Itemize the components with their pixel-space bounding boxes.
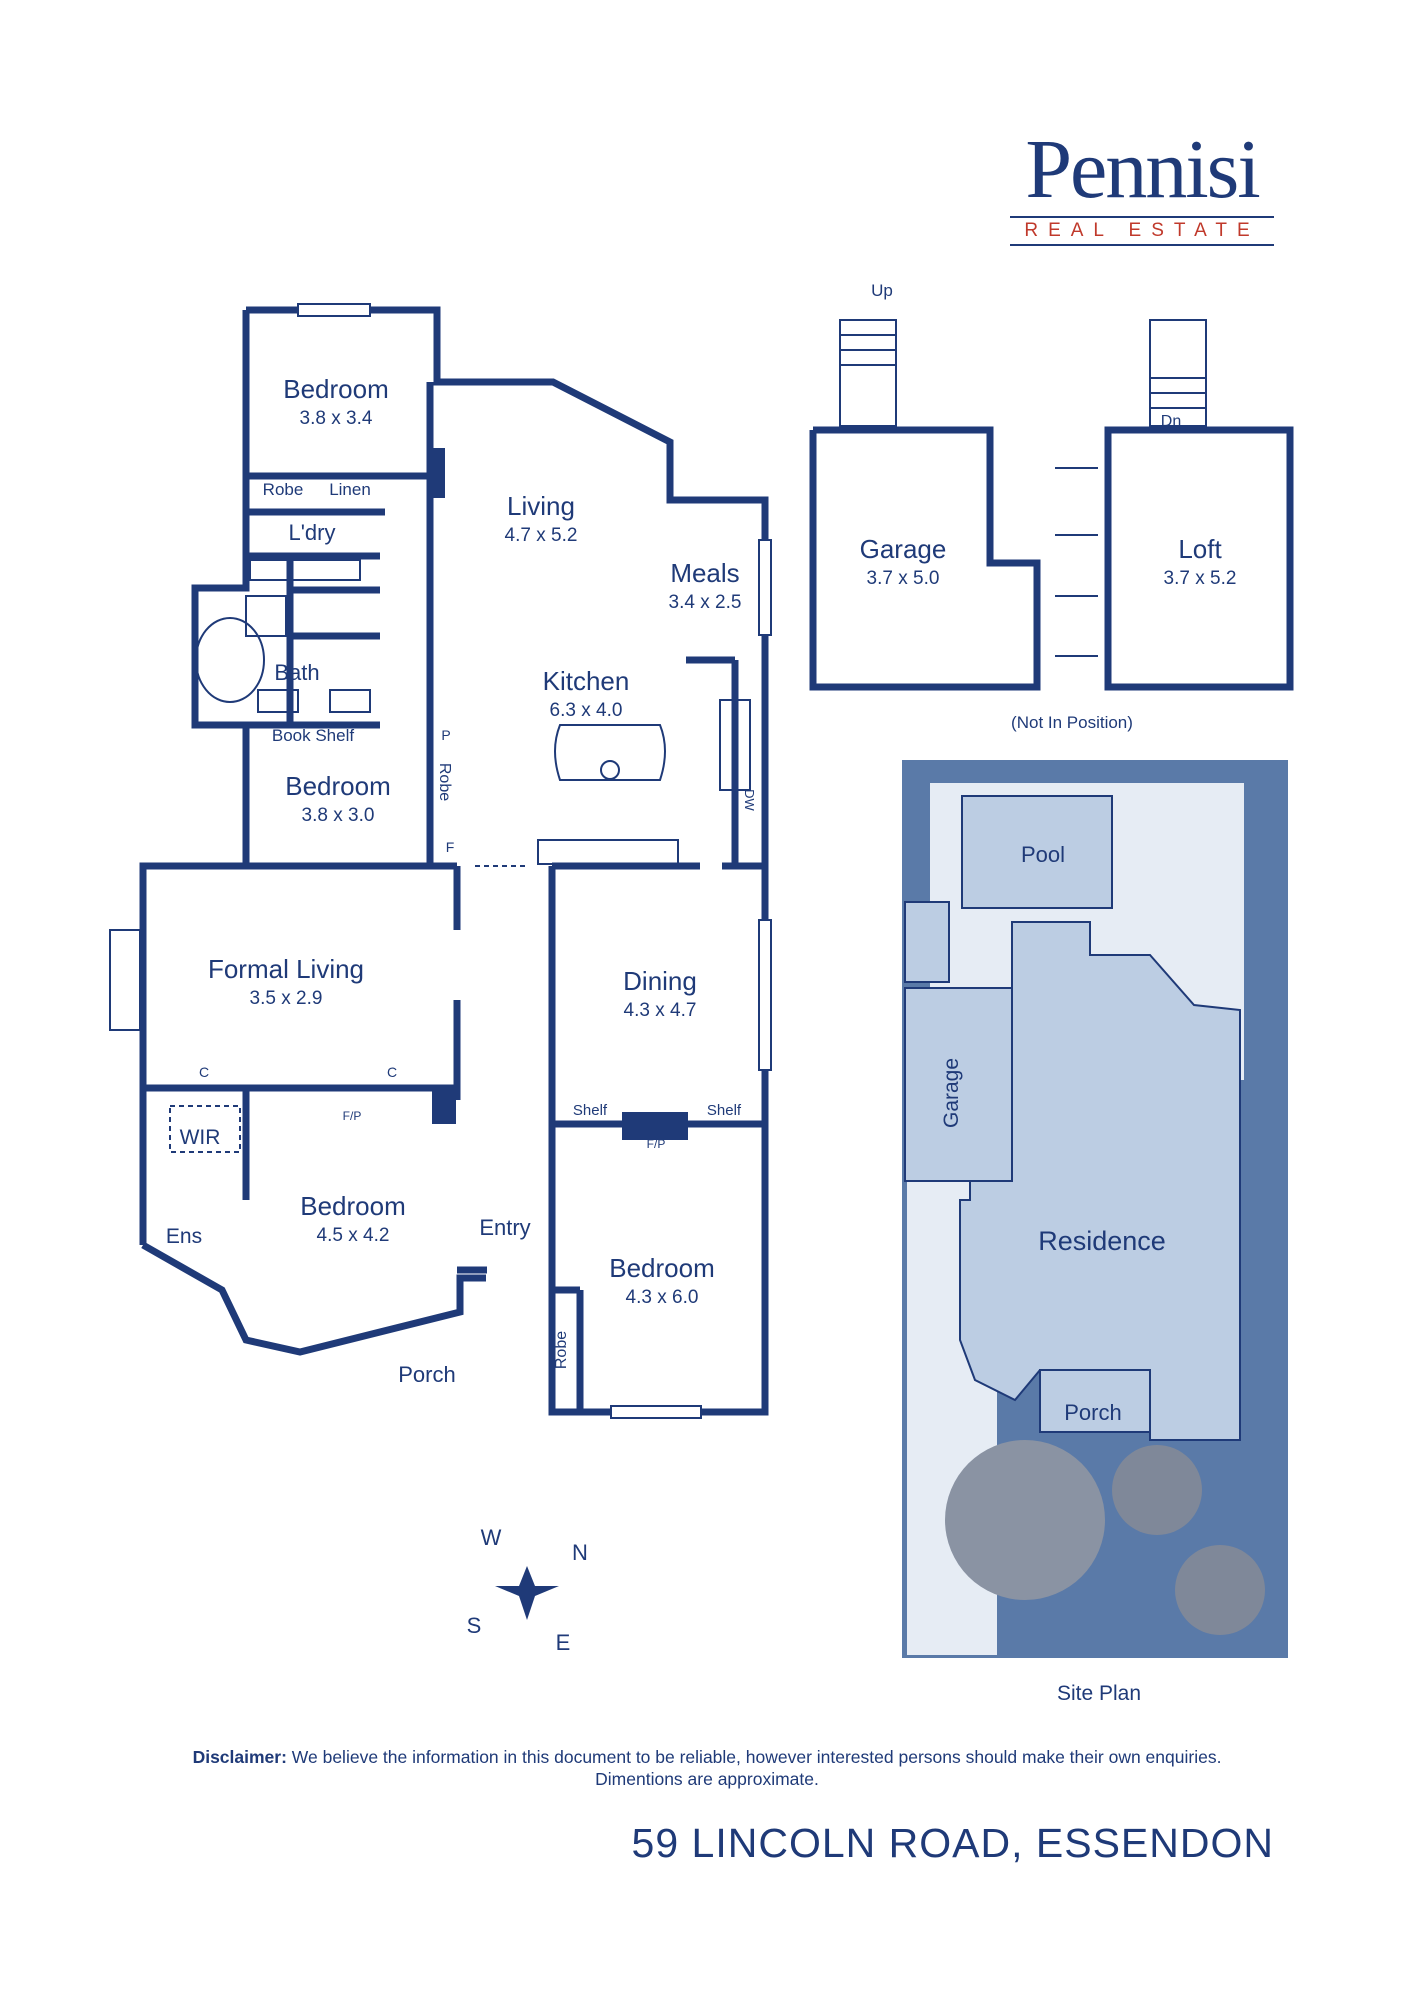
property-address: 59 LINCOLN ROAD, ESSENDON	[631, 1820, 1274, 1866]
walls	[139, 306, 769, 1416]
site-plan-title: Site Plan	[1057, 1682, 1141, 1705]
shelf-label-2: Shelf	[707, 1102, 742, 1119]
loft-dims: 3.7 x 5.2	[1164, 568, 1237, 589]
bedroom4-dims: 4.3 x 6.0	[626, 1287, 699, 1308]
dining-dims: 4.3 x 4.7	[624, 1000, 697, 1021]
shelf-label-1: Shelf	[573, 1102, 608, 1119]
dining-name: Dining	[623, 966, 697, 996]
not-in-position-note: (Not In Position)	[1011, 713, 1133, 732]
site-plan: Pool Residence Porch Site Plan Garage	[902, 760, 1288, 1705]
fireplaces	[430, 448, 688, 1140]
site-garage-label: Garage	[940, 1058, 963, 1128]
fixtures	[195, 559, 751, 865]
formal-living-dims: 3.5 x 2.9	[250, 988, 323, 1009]
linen-label: Linen	[329, 480, 371, 499]
site-residence-label: Residence	[1038, 1226, 1166, 1256]
fp-label-2: F/P	[647, 1137, 666, 1151]
c-label-1: C	[199, 1064, 209, 1080]
kitchen-dims: 6.3 x 4.0	[550, 700, 623, 721]
c-label-2: C	[387, 1064, 397, 1080]
dn-label: Dn	[1161, 413, 1181, 430]
ens-label: Ens	[166, 1225, 202, 1248]
bath-label: Bath	[274, 660, 319, 685]
bedroom2-name: Bedroom	[285, 771, 391, 801]
stairs	[839, 319, 1207, 657]
disclaimer-text: We believe the information in this docum…	[291, 1747, 1222, 1767]
openings	[169, 630, 525, 1153]
bedroom3-dims: 4.5 x 4.2	[317, 1225, 390, 1246]
windows	[109, 303, 772, 1419]
bedroom1-name: Bedroom	[283, 374, 389, 404]
wir-label: WIR	[180, 1126, 221, 1149]
compass-e: E	[556, 1630, 571, 1655]
bedroom4-name: Bedroom	[609, 1253, 715, 1283]
bedroom1-dims: 3.8 x 3.4	[300, 408, 373, 429]
up-label: Up	[871, 281, 893, 300]
brand-tagline: REAL ESTATE	[1010, 216, 1274, 246]
bedroom2-dims: 3.8 x 3.0	[302, 805, 375, 826]
laundry-label: L'dry	[289, 520, 336, 545]
brand-name: Pennisi	[1025, 123, 1260, 216]
living-dims: 4.7 x 5.2	[505, 525, 578, 546]
disclaimer-label: Disclaimer:	[192, 1747, 287, 1767]
site-porch-label: Porch	[1064, 1400, 1121, 1425]
living-name: Living	[507, 491, 575, 521]
dw-label: DW	[742, 789, 757, 811]
disclaimer-line2: Dimentions are approximate.	[595, 1769, 819, 1789]
bedroom3-name: Bedroom	[300, 1191, 406, 1221]
porch-label: Porch	[398, 1362, 455, 1387]
formal-living-name: Formal Living	[208, 954, 364, 984]
compass: W N S E	[467, 1525, 588, 1655]
entry-label: Entry	[479, 1215, 530, 1240]
robe1-label: Robe	[263, 480, 304, 499]
meals-dims: 3.4 x 2.5	[669, 592, 742, 613]
outbuilding-walls	[809, 426, 1294, 691]
fp-label-1: F/P	[343, 1109, 362, 1123]
disclaimer: Disclaimer: We believe the information i…	[100, 1746, 1314, 1790]
robe2-label: Robe	[553, 1331, 570, 1369]
meals-name: Meals	[670, 558, 739, 588]
room-labels: Bedroom 3.8 x 3.4 Robe Linen L'dry Bath …	[166, 374, 742, 1387]
compass-w: W	[481, 1525, 502, 1550]
p-label: P	[441, 727, 450, 743]
outbuilding-labels: Garage 3.7 x 5.0 Loft 3.7 x 5.2 Up Dn (N…	[860, 281, 1237, 732]
site-pool-label: Pool	[1021, 842, 1065, 867]
compass-n: N	[572, 1540, 588, 1565]
kitchen-name: Kitchen	[543, 666, 630, 696]
compass-s: S	[467, 1613, 482, 1638]
f-label: F	[446, 839, 455, 855]
bookshelf-label: Book Shelf	[272, 726, 354, 745]
garage-dims: 3.7 x 5.0	[867, 568, 940, 589]
garage-name: Garage	[860, 534, 947, 564]
loft-name: Loft	[1178, 534, 1222, 564]
robe3-label: Robe	[436, 763, 453, 801]
brand-logo: Pennisi REAL ESTATE	[1010, 128, 1274, 246]
